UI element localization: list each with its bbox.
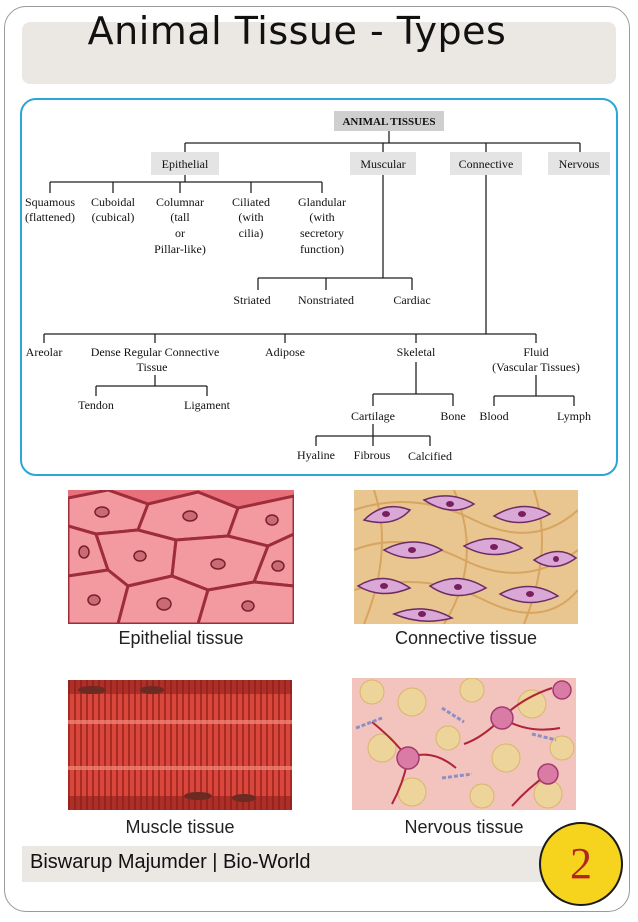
cartilage-label: Cartilage: [351, 409, 395, 423]
page-number: 2: [570, 839, 592, 888]
tree-connectors: [43, 131, 581, 446]
bone-label: Bone: [440, 409, 465, 423]
cardiac-label: Cardiac: [393, 293, 430, 307]
muscular-node-box: [350, 152, 416, 175]
page-title: Animal Tissue - Types: [87, 9, 507, 53]
nervous-node: Nervous: [559, 157, 600, 171]
nonstriated-label: Nonstriated: [298, 293, 354, 307]
fluid-note: (Vascular Tissues): [492, 360, 580, 374]
root-node-box: [334, 111, 444, 131]
epithelial-caption: Epithelial tissue: [118, 628, 244, 648]
blood-label: Blood: [479, 409, 508, 423]
cuboidal-note: (cubical): [92, 210, 135, 224]
cuboidal-label: Cuboidal: [91, 195, 136, 209]
dense-regular-label: Dense Regular Connective: [91, 345, 220, 359]
epithelial-node-box: [151, 152, 219, 175]
connective-tissue-image: [354, 490, 578, 624]
dense-regular-label-2: Tissue: [137, 360, 168, 374]
areolar-label: Areolar: [26, 345, 63, 359]
nervous-tissue-image: [352, 678, 576, 810]
epithelial-tissue-image: [68, 490, 294, 624]
epithelial-node: Epithelial: [162, 157, 209, 171]
connective-node-box: [450, 152, 522, 175]
ciliated-label: Ciliated: [232, 195, 270, 209]
connective-types: Areolar Dense Regular Connective Tissue …: [26, 345, 591, 463]
epithelial-types: Squamous (flattened) Cuboidal (cubical) …: [25, 195, 346, 256]
diagram-frame: [20, 98, 618, 476]
adipose-label: Adipose: [265, 345, 305, 359]
footer-bar: [22, 846, 602, 882]
fibrous-label: Fibrous: [354, 448, 391, 462]
glandular-note-2: secretory: [300, 226, 344, 240]
glandular-label: Glandular: [298, 195, 346, 209]
columnar-note-2: or: [175, 226, 185, 240]
footer-author: Biswarup Majumder | Bio-World: [30, 851, 311, 873]
muscle-caption: Muscle tissue: [125, 817, 235, 837]
nervous-node-box: [548, 152, 610, 175]
nervous-caption: Nervous tissue: [404, 817, 524, 837]
glandular-note-1: (with: [309, 210, 334, 224]
fluid-label: Fluid: [523, 345, 548, 359]
columnar-label: Columnar: [156, 195, 204, 209]
columnar-note-3: Pillar-like): [154, 242, 206, 256]
ciliated-note-1: (with: [238, 210, 263, 224]
glandular-note-3: function): [300, 242, 344, 256]
squamous-label: Squamous: [25, 195, 75, 209]
ligament-label: Ligament: [184, 398, 231, 412]
muscular-types: Striated Nonstriated Cardiac: [233, 293, 430, 307]
lymph-label: Lymph: [557, 409, 591, 423]
root-node: ANIMAL TISSUES: [342, 116, 435, 128]
calcified-label: Calcified: [408, 449, 452, 463]
columnar-note-1: (tall: [170, 210, 190, 224]
tendon-label: Tendon: [78, 398, 114, 412]
squamous-note: (flattened): [25, 210, 75, 224]
striated-label: Striated: [233, 293, 270, 307]
connective-caption: Connective tissue: [394, 628, 538, 648]
title-banner: [22, 22, 616, 84]
muscular-node: Muscular: [360, 157, 405, 171]
muscle-tissue-image: [68, 680, 292, 810]
connective-node: Connective: [459, 157, 514, 171]
ciliated-note-2: cilia): [239, 226, 264, 240]
hyaline-label: Hyaline: [297, 448, 335, 462]
page-number-badge: [539, 822, 623, 906]
skeletal-label: Skeletal: [397, 345, 436, 359]
